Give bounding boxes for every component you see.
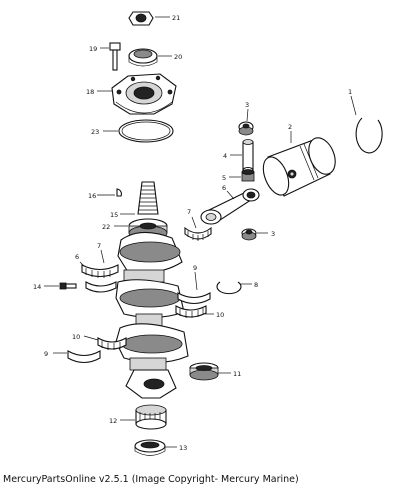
part-6-bearing-cage-left[interactable]	[81, 264, 119, 278]
part-9-retainer-left[interactable]	[67, 350, 101, 364]
callout-4: 4	[223, 152, 227, 160]
callout-11: 11	[233, 370, 241, 378]
exploded-parts-diagram: 21 19 20 18 23 1	[33, 11, 383, 456]
callout-3-top: 3	[245, 101, 249, 109]
part-12-lower-bearing[interactable]	[135, 404, 167, 430]
part-18-bearing-cap[interactable]	[111, 73, 177, 115]
callout-23: 23	[91, 128, 99, 136]
part-3-washer-lower[interactable]	[241, 228, 257, 241]
callout-22: 22	[102, 223, 110, 231]
part-11-ring[interactable]	[189, 362, 219, 381]
callout-20: 20	[174, 53, 182, 61]
part-16-key[interactable]	[116, 188, 122, 197]
callout-9-right: 9	[193, 264, 197, 272]
part-13-lower-seal[interactable]	[134, 439, 166, 456]
part-7-bearing-left[interactable]	[85, 281, 117, 293]
callout-6-cage: 6	[75, 253, 79, 261]
callout-19: 19	[89, 45, 97, 53]
callout-12: 12	[109, 417, 117, 425]
callout-15: 15	[110, 211, 118, 219]
part-19-bolt[interactable]	[109, 42, 121, 71]
callout-2: 2	[288, 123, 292, 131]
part-20-seal[interactable]	[128, 48, 158, 67]
part-21-nut[interactable]	[128, 11, 154, 26]
callout-9-left: 9	[44, 350, 48, 358]
part-4-piston-pin[interactable]	[242, 139, 254, 174]
callout-6-rod: 6	[222, 184, 226, 192]
part-5-needle-bearing[interactable]	[241, 169, 255, 182]
part-15-crankshaft-taper[interactable]	[137, 181, 159, 215]
part-2-piston[interactable]	[258, 134, 340, 199]
part-9-retainer-right[interactable]	[177, 292, 211, 305]
part-10-bearing-right[interactable]	[175, 305, 207, 318]
callout-18: 18	[86, 88, 94, 96]
callout-8: 8	[254, 281, 258, 289]
callout-10-left: 10	[72, 333, 80, 341]
callout-1: 1	[348, 88, 352, 96]
part-14-screw[interactable]	[59, 282, 77, 290]
callout-10-right: 10	[216, 311, 224, 319]
callout-14: 14	[33, 283, 41, 291]
callout-13: 13	[179, 444, 187, 452]
part-10-bearing-left[interactable]	[97, 337, 127, 350]
image-copyright-footer: MercuryPartsOnline v2.5.1 (Image Copyrig…	[3, 474, 299, 485]
callout-3-lower: 3	[271, 230, 275, 238]
part-23-o-ring[interactable]	[118, 119, 174, 143]
callout-7-upper: 7	[187, 208, 191, 216]
part-7-bearing-upper[interactable]	[184, 226, 212, 241]
callout-16: 16	[88, 192, 96, 200]
part-6-connecting-rod[interactable]	[200, 188, 260, 225]
crankshaft[interactable]	[115, 231, 189, 399]
part-8-retaining-ring[interactable]	[216, 281, 242, 295]
callout-7-left: 7	[97, 242, 101, 250]
callout-21: 21	[172, 14, 180, 22]
part-3-washer-top[interactable]	[238, 121, 254, 136]
callout-5: 5	[222, 174, 226, 182]
part-1-piston-ring[interactable]	[355, 117, 383, 154]
